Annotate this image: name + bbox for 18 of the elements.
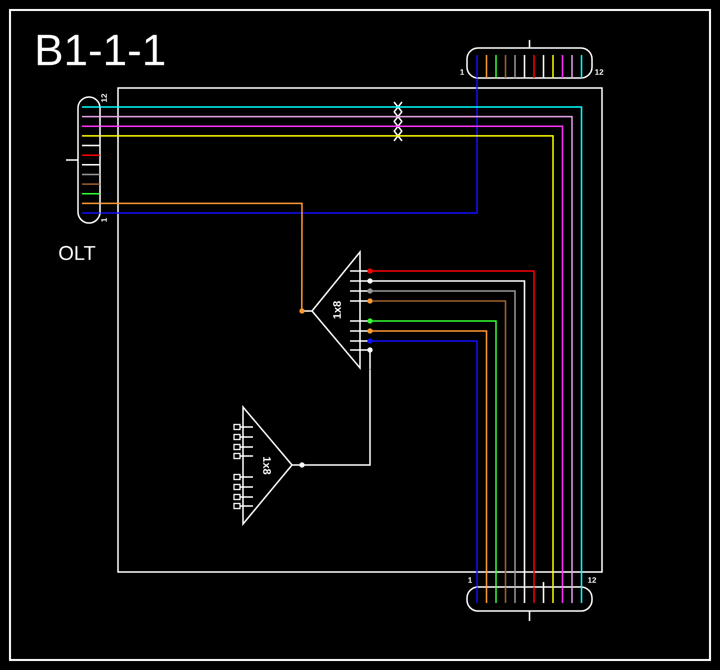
splitter-triangle: 1x8 [299, 250, 373, 369]
fiber-line [100, 78, 478, 214]
fiber-line [302, 369, 371, 466]
fiber-line [100, 202, 303, 311]
port-number: 12 [101, 94, 107, 102]
port-number: 12 [588, 577, 596, 583]
port-number: 12 [595, 69, 604, 75]
title: B1-1-1 [38, 34, 164, 66]
node-label: OLT [59, 246, 96, 260]
node-label: 1x8 [263, 457, 271, 474]
fiber-connector: OLT [59, 96, 101, 260]
splitter-triangle: 1x8 [233, 404, 305, 525]
port-number: 1 [101, 218, 107, 222]
fiber-connector [466, 40, 593, 79]
port-number: 1 [460, 69, 464, 75]
port-number: 1 [468, 577, 472, 583]
fiber-connector [466, 582, 593, 621]
node-label: 1x8 [333, 301, 341, 318]
